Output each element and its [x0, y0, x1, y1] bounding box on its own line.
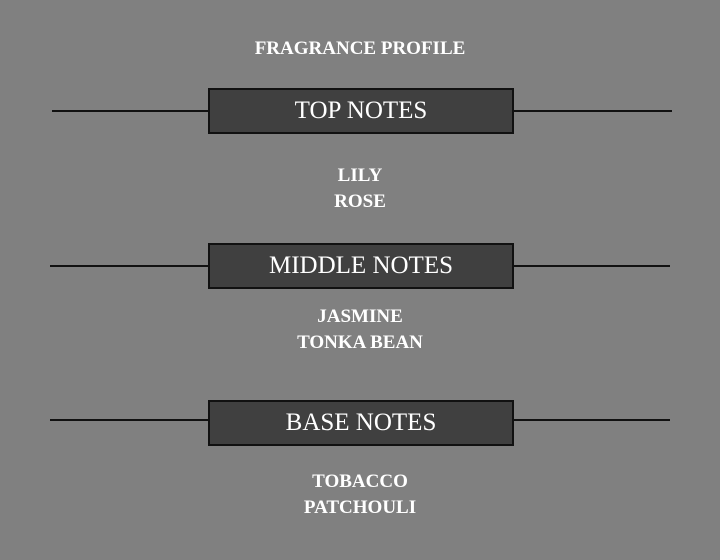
note-item: LILY — [337, 165, 383, 186]
note-item: TONKA BEAN — [297, 332, 423, 353]
notes-list-top: LILY ROSE — [0, 163, 720, 215]
section-header-base-notes: BASE NOTES — [208, 400, 514, 446]
section-label: BASE NOTES — [285, 409, 437, 436]
section-label: TOP NOTES — [294, 97, 428, 124]
note-item: JASMINE — [317, 306, 403, 327]
divider-line-right — [512, 265, 670, 267]
note-item: PATCHOULI — [303, 497, 417, 518]
divider-line-left — [50, 265, 208, 267]
note-item: ROSE — [334, 191, 386, 212]
page-title: FRAGRANCE PROFILE — [254, 38, 466, 59]
section-header-top-notes: TOP NOTES — [208, 88, 514, 134]
section-label: MIDDLE NOTES — [268, 252, 453, 279]
notes-list-base: TOBACCO PATCHOULI — [0, 469, 720, 521]
divider-line-left — [50, 419, 208, 421]
divider-line-left — [52, 110, 208, 112]
divider-line-right — [512, 419, 670, 421]
notes-list-middle: JASMINE TONKA BEAN — [0, 304, 720, 356]
note-item: TOBACCO — [312, 471, 408, 492]
section-header-middle-notes: MIDDLE NOTES — [208, 243, 514, 289]
divider-line-right — [512, 110, 672, 112]
